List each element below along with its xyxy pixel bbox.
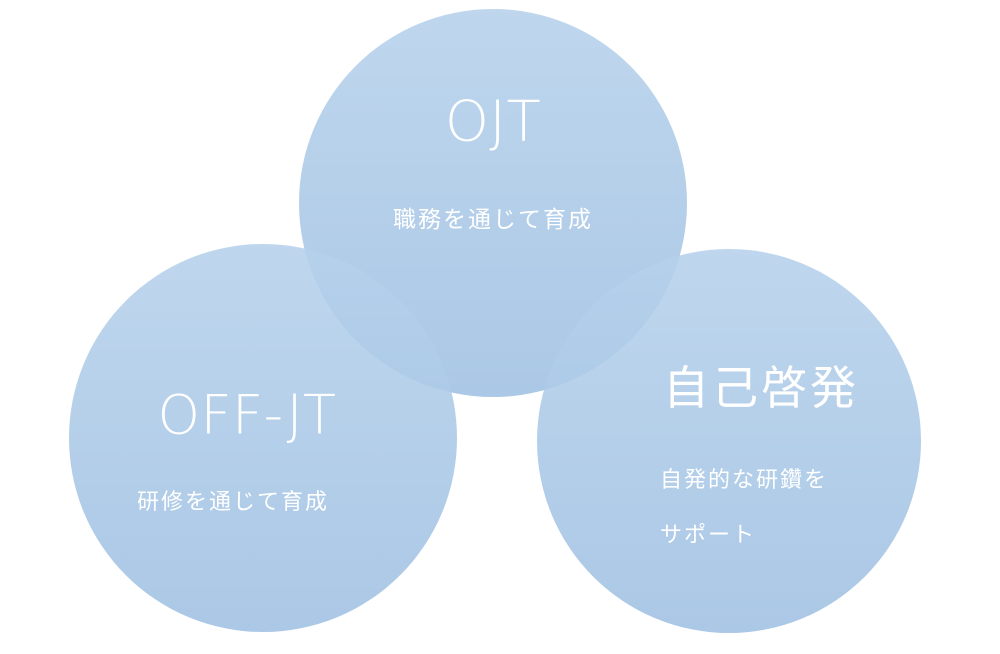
circles-group	[69, 9, 921, 633]
ojt-subtitle: 職務を通じて育成	[393, 207, 593, 233]
off-jt-title: OFF-JT	[157, 383, 337, 447]
self-development-title: 自己啓発	[663, 361, 859, 415]
self-development-subtitle-line2: サポート	[660, 523, 757, 548]
self-development-circle	[537, 249, 921, 633]
off-jt-subtitle: 研修を通じて育成	[136, 490, 330, 515]
off-jt-circle	[69, 244, 457, 632]
self-development-subtitle-line1: 自発的な研鑽を	[660, 468, 829, 493]
ojt-title: OJT	[444, 89, 542, 155]
